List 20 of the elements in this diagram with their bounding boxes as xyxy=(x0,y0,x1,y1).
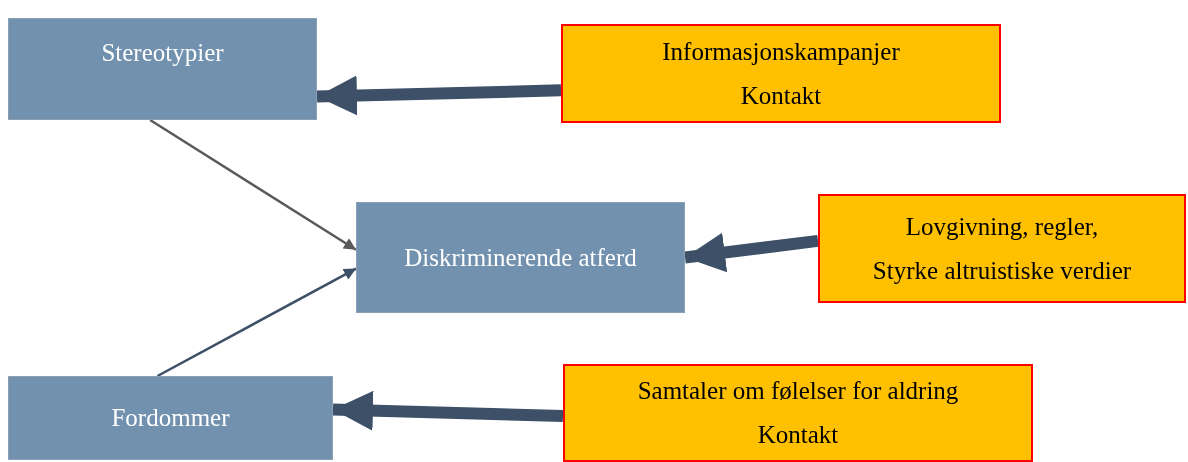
box-text: Lovgivning, regler, xyxy=(905,211,1099,242)
box-text: Styrke altruistiske verdier xyxy=(872,255,1132,286)
arrow xyxy=(332,390,564,431)
box-text: Kontakt xyxy=(757,420,839,450)
box-text: Informasjonskampanjer xyxy=(662,36,900,67)
arrow xyxy=(684,232,819,273)
intervention-box xyxy=(561,24,1001,123)
arrow xyxy=(156,267,357,378)
box-text: Fordommer xyxy=(111,403,230,433)
box-text: Diskriminerende atferd xyxy=(404,242,637,273)
box-text: Stereotypier xyxy=(101,38,224,68)
intervention-box xyxy=(563,364,1033,462)
arrow xyxy=(316,75,562,116)
concept-box xyxy=(8,376,333,460)
box-text: Kontakt xyxy=(740,80,822,111)
concept-box xyxy=(356,202,685,313)
arrow xyxy=(149,118,357,251)
box-text: Samtaler om følelser for aldring xyxy=(637,376,959,406)
intervention-box xyxy=(818,194,1186,303)
concept-box xyxy=(8,18,317,120)
